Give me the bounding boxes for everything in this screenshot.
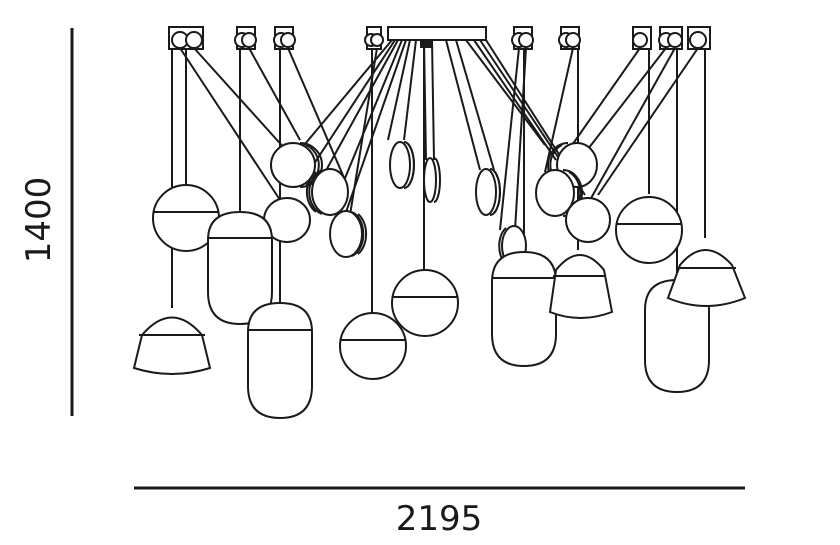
bell-shade bbox=[666, 249, 747, 307]
counterweights bbox=[263, 141, 611, 267]
globe-shade bbox=[615, 196, 683, 264]
ceiling-hooks bbox=[168, 26, 711, 50]
bell-shade bbox=[132, 316, 212, 375]
counterweight-disk bbox=[475, 168, 501, 216]
pendant-shades bbox=[132, 184, 747, 420]
capsule-shade bbox=[644, 278, 710, 394]
diagonal-cables bbox=[179, 39, 699, 231]
globe-shade bbox=[391, 269, 459, 337]
counterweight-disk bbox=[565, 197, 611, 243]
height-dimension-label: 1400 bbox=[19, 177, 59, 264]
counterweight-disk bbox=[389, 141, 415, 189]
capsule-shade bbox=[491, 250, 557, 368]
globe-shade bbox=[339, 312, 407, 380]
ceiling-canopy bbox=[387, 26, 487, 48]
counterweight-disk bbox=[329, 210, 368, 258]
capsule-shade bbox=[247, 301, 313, 420]
counterweight-disk bbox=[423, 157, 441, 203]
bell-shade bbox=[548, 254, 614, 319]
capsule-shade bbox=[207, 210, 273, 326]
width-dimension-label: 2195 bbox=[396, 499, 483, 539]
globe-shade bbox=[152, 184, 220, 252]
counterweight-disk bbox=[270, 142, 323, 188]
counterweight-disk bbox=[305, 168, 349, 216]
